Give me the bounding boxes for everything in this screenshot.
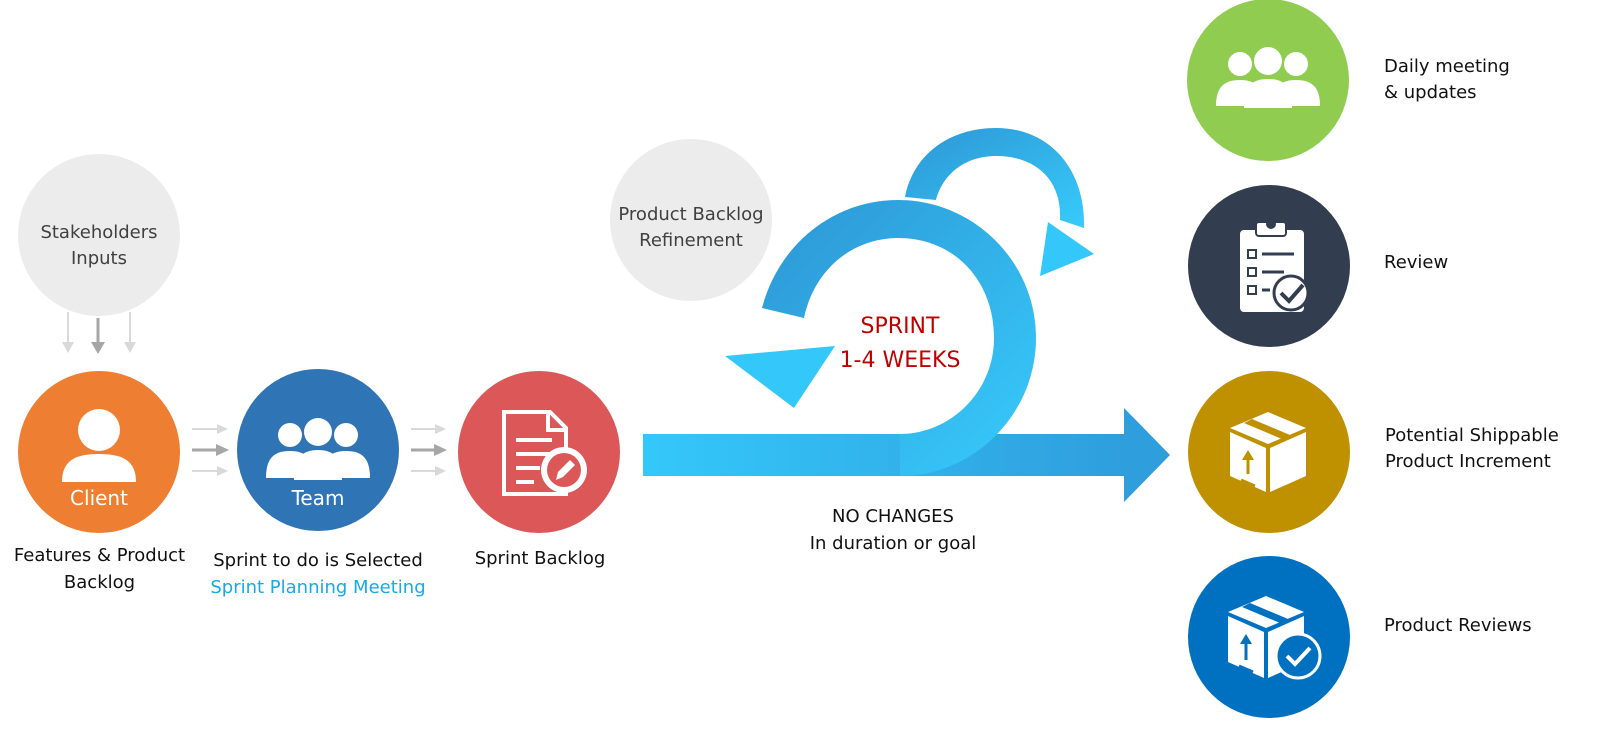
sprint-flow-arrowhead — [1124, 408, 1170, 502]
sprint-backlog-caption-text: Sprint Backlog — [474, 548, 606, 569]
refinement-circle — [610, 139, 772, 301]
product-reviews-caption: Product Reviews — [1384, 613, 1532, 639]
refinement-label-line1: Product Backlog — [618, 204, 763, 225]
client-label: Client — [70, 486, 128, 510]
big-loop-ring — [762, 200, 1036, 476]
daily-meeting-caption-line1: Daily meeting — [1384, 56, 1510, 77]
person-icon — [62, 409, 136, 482]
product-increment-circle — [1188, 371, 1350, 533]
client-node: Client — [18, 371, 180, 533]
refinement-node: Product Backlog Refinement — [610, 139, 772, 301]
package-check-icon — [1228, 596, 1322, 680]
daily-meeting-caption-line2: & updates — [1384, 82, 1477, 103]
client-caption: Features & Product Backlog — [2, 542, 197, 596]
small-loop-arrowhead — [1040, 222, 1094, 276]
team-caption-line1: Sprint to do is Selected — [213, 550, 423, 571]
sprint-duration: 1-4 WEEKS — [840, 348, 961, 373]
refinement-label-line2: Refinement — [639, 230, 743, 251]
sprint-flow-band — [643, 434, 1128, 476]
client-circle — [18, 371, 180, 533]
daily-meeting-caption: Daily meeting & updates — [1384, 54, 1510, 106]
review-caption: Review — [1384, 250, 1448, 276]
team-to-backlog-arrows — [411, 424, 447, 476]
small-loop-arrow — [905, 128, 1085, 228]
stakeholders-label-line1: Stakeholders — [40, 222, 157, 243]
product-increment-caption-line1: Potential Shippable — [1385, 425, 1559, 446]
group-icon — [266, 418, 370, 480]
outcome-product-reviews — [1188, 556, 1350, 718]
sprint-rule-line2: In duration or goal — [809, 533, 977, 554]
sprint-rule-note: NO CHANGES In duration or goal — [783, 503, 1003, 557]
sprint-backlog-caption: Sprint Backlog — [450, 545, 630, 572]
product-reviews-caption-line1: Product Reviews — [1384, 615, 1532, 636]
team-node: Team — [237, 369, 399, 531]
big-loop-arrowhead — [725, 346, 835, 408]
outcome-product-increment — [1188, 371, 1350, 533]
stakeholders-to-client-arrows — [62, 312, 136, 354]
stakeholders-circle — [18, 154, 180, 316]
stakeholders-node: Stakeholders Inputs — [18, 154, 180, 316]
review-caption-line1: Review — [1384, 252, 1449, 273]
sprint-cycle-graphic: SPRINT 1-4 WEEKS — [643, 128, 1170, 502]
clipboard-checklist-icon — [1240, 219, 1310, 312]
product-increment-caption: Potential Shippable Product Increment — [1385, 423, 1559, 475]
sprint-planning-meeting-label: Sprint Planning Meeting — [210, 577, 426, 598]
client-caption-line1: Features & Product — [13, 545, 186, 566]
outcome-daily-meeting — [1187, 0, 1349, 161]
sprint-title: SPRINT — [861, 314, 940, 339]
document-edit-icon — [502, 410, 587, 496]
client-caption-line2: Backlog — [63, 572, 136, 593]
client-to-team-arrows — [192, 424, 229, 476]
package-icon — [1230, 412, 1306, 492]
stakeholders-label-line2: Inputs — [71, 248, 127, 269]
group-icon — [1216, 47, 1320, 108]
product-increment-caption-line2: Product Increment — [1385, 451, 1551, 472]
team-label: Team — [291, 486, 345, 510]
team-caption: Sprint to do is Selected Sprint Planning… — [200, 547, 436, 601]
sprint-rule-line1: NO CHANGES — [832, 506, 954, 527]
sprint-backlog-node — [458, 371, 620, 533]
outcome-review — [1188, 185, 1350, 347]
